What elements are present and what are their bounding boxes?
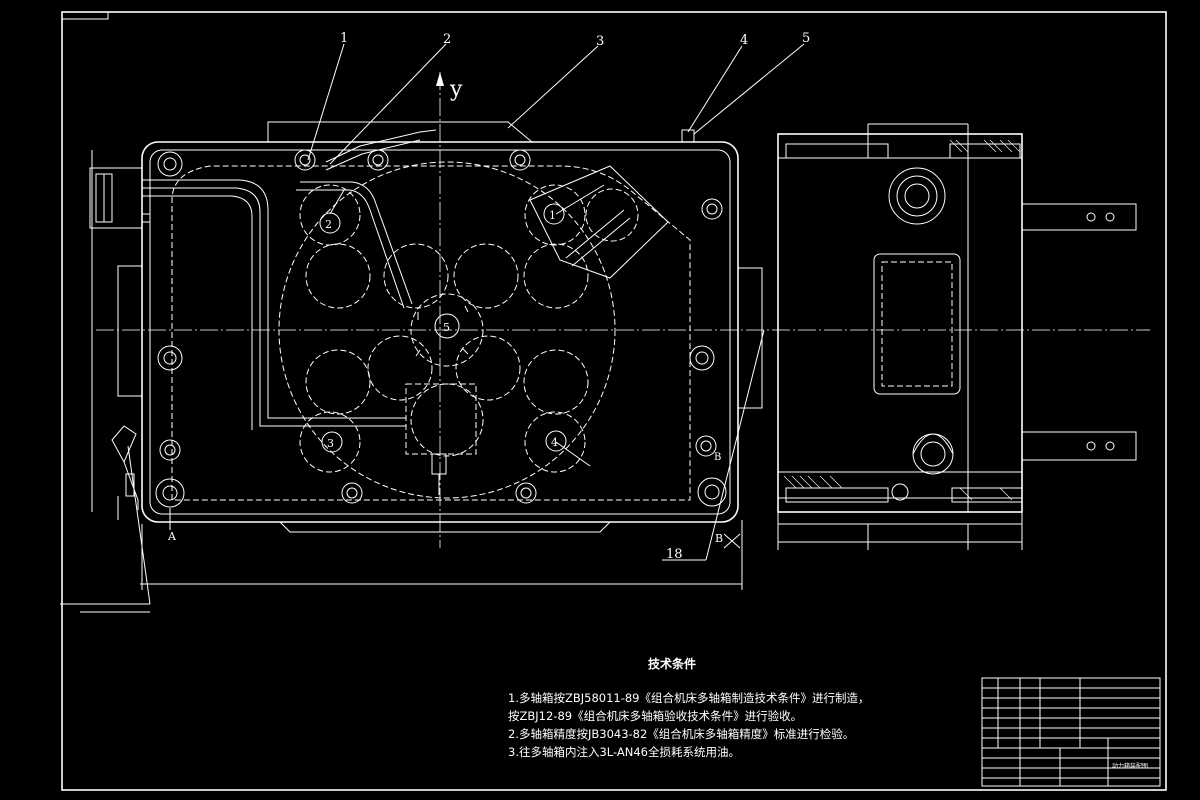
callout-18: 18	[666, 547, 683, 562]
technical-requirements-list: 1.多轴箱按ZBJ58011-89《组合机床多轴箱制造技术条件》进行制造， 按Z…	[508, 689, 870, 761]
callout-4: 4	[740, 33, 748, 48]
callout-2: 2	[443, 32, 451, 47]
drawing-frame	[61, 11, 1167, 791]
requirement-item-1-continued: 按ZBJ12-89《组合机床多轴箱验收技术条件》进行验收。	[508, 709, 803, 723]
callout-3: 3	[596, 34, 604, 49]
section-label-a: A	[167, 530, 177, 543]
spindle-number-3: 3	[327, 437, 334, 450]
title-block-drawing-name: 动力箱装配图	[1112, 762, 1148, 770]
spindle-number-5: 5	[443, 321, 450, 334]
axis-label-y: y	[449, 77, 463, 102]
bolt-holes	[155, 149, 727, 508]
spindle-number-1: 1	[549, 209, 556, 222]
requirement-item-3: 3.往多轴箱内注入3L-AN46全损耗系统用油。	[508, 745, 740, 759]
title-block	[981, 677, 1161, 787]
leader-lines	[60, 43, 805, 613]
side-view	[777, 123, 1137, 550]
section-label-b-top: B	[714, 452, 721, 463]
callout-1: 1	[340, 31, 348, 46]
section-label-b-bottom: B	[715, 532, 723, 545]
front-view	[89, 72, 1150, 590]
callout-5: 5	[802, 31, 810, 46]
requirement-item-2: 2.多轴箱精度按JB3043-82《组合机床多轴箱精度》标准进行检验。	[508, 727, 855, 741]
technical-requirements-title: 技术条件	[648, 657, 697, 671]
spindle-number-4: 4	[551, 436, 558, 449]
spindle-number-2: 2	[325, 218, 332, 231]
requirement-item-1: 1.多轴箱按ZBJ58011-89《组合机床多轴箱制造技术条件》进行制造，	[508, 691, 870, 705]
frame-corner-tab	[61, 11, 109, 20]
